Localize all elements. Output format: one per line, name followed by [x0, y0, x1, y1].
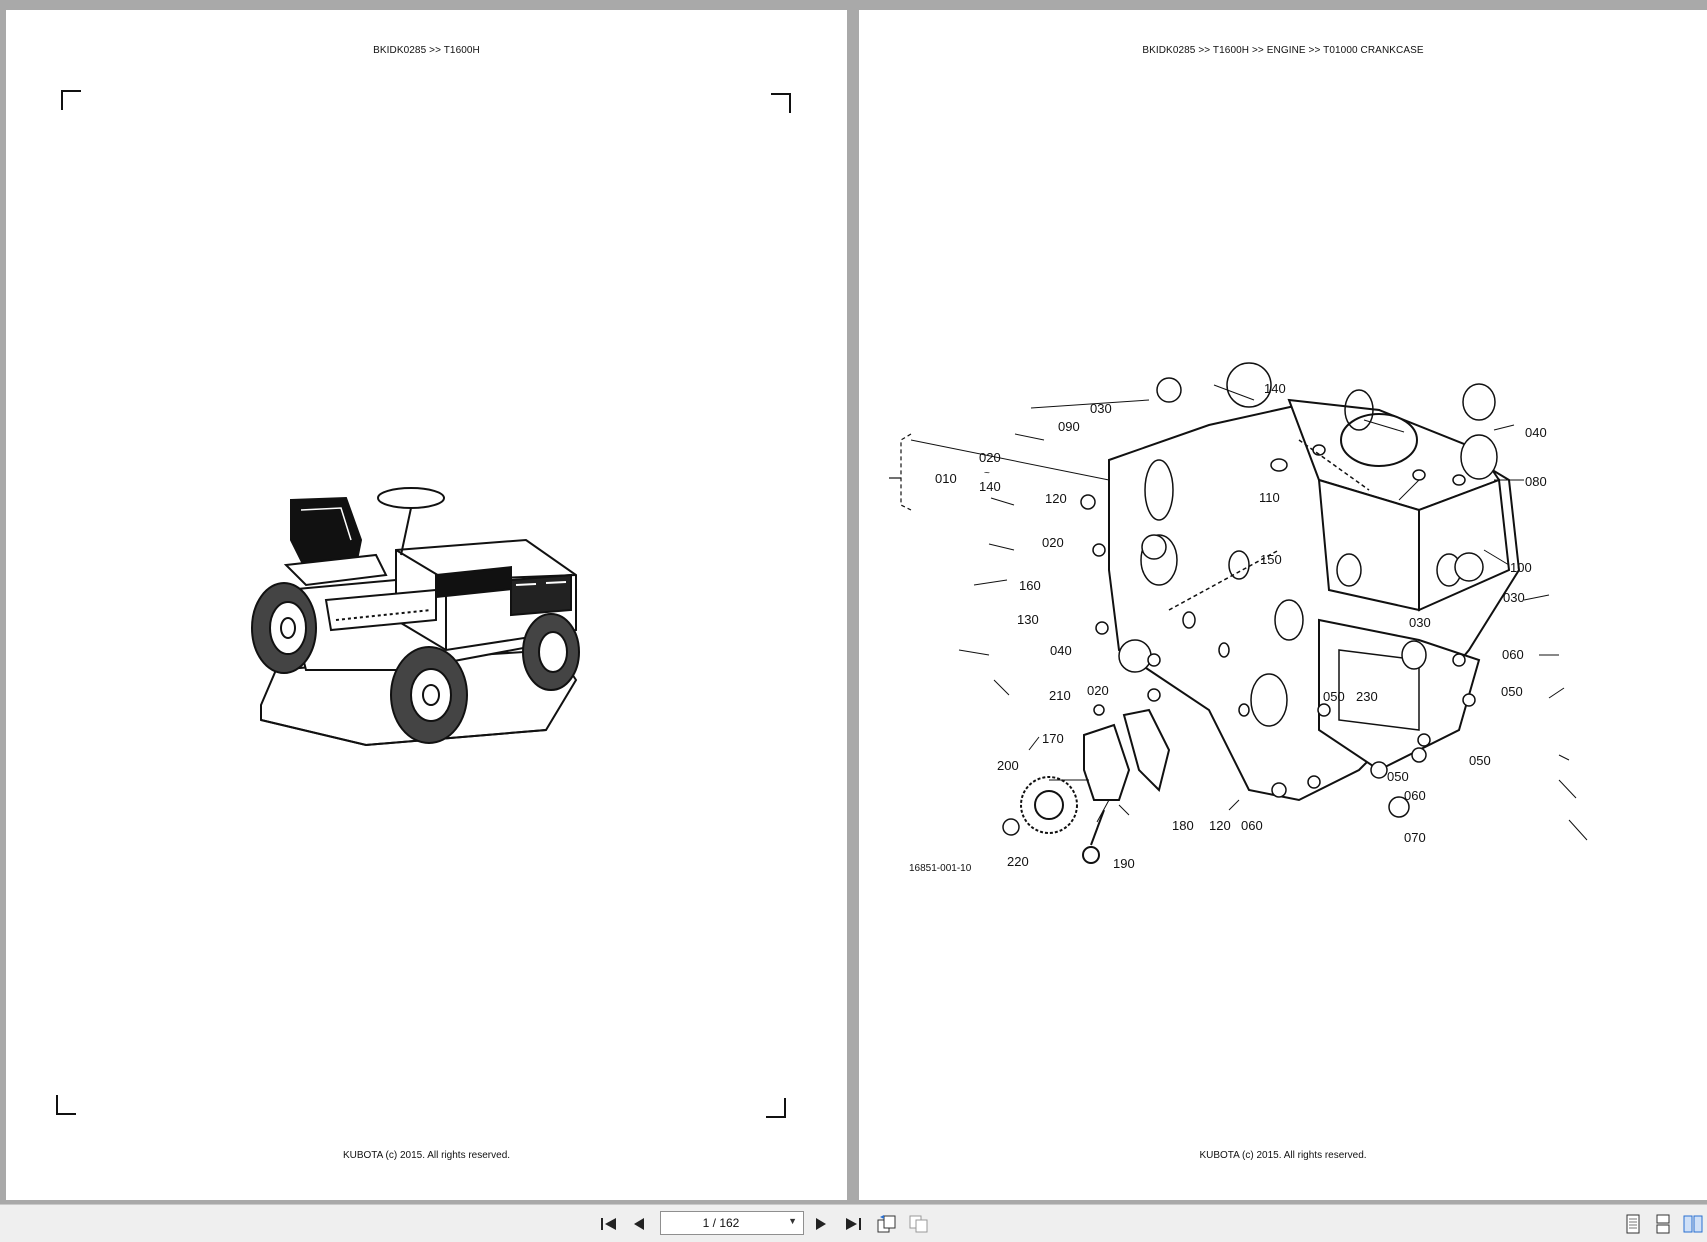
- callout-050-c: 050: [1469, 753, 1491, 768]
- single-page-view-button[interactable]: [1622, 1213, 1644, 1235]
- figure-id: 16851-001-10: [909, 863, 972, 874]
- callout-050-d: 050: [1387, 769, 1409, 784]
- callout-210: 210: [1049, 688, 1071, 703]
- right-page: BKIDK0285 >> T1600H >> ENGINE >> T01000 …: [859, 10, 1707, 1200]
- next-page-button[interactable]: [810, 1213, 832, 1235]
- viewer-toolbar: 1 / 162 ▼: [0, 1204, 1707, 1242]
- callout-160: 160: [1019, 578, 1041, 593]
- two-page-icon: [1683, 1215, 1703, 1233]
- callout-050-a: 050: [1323, 689, 1345, 704]
- callout-010: 010: [935, 471, 957, 486]
- last-page-button[interactable]: [842, 1213, 864, 1235]
- callout-200: 200: [997, 758, 1019, 773]
- page-indicator: 1 / 162: [702, 1216, 740, 1230]
- right-page-footer: KUBOTA (c) 2015. All rights reserved.: [1199, 1150, 1367, 1161]
- callout-190: 190: [1113, 856, 1135, 871]
- callout-030-a: 030: [1090, 401, 1112, 416]
- callout-220: 220: [1007, 854, 1029, 869]
- callout-100: 100: [1510, 560, 1532, 575]
- continuous-icon: [1656, 1214, 1670, 1234]
- crop-mark-bottom-right: [766, 1098, 786, 1118]
- copy-button[interactable]: [908, 1213, 930, 1235]
- previous-page-button[interactable]: [628, 1213, 650, 1235]
- left-page-breadcrumb: BKIDK0285 >> T1600H: [373, 45, 480, 56]
- callout-040-a: 040: [1050, 643, 1072, 658]
- callout-030-c: 030: [1409, 615, 1431, 630]
- copy-icon: [909, 1215, 928, 1233]
- callout-060-b: 060: [1502, 647, 1524, 662]
- callout-090: 090: [1058, 419, 1080, 434]
- continuous-view-button[interactable]: [1652, 1213, 1674, 1235]
- callout-080: 080: [1525, 474, 1547, 489]
- callout-110: 110: [1259, 490, 1280, 505]
- first-page-icon: [601, 1218, 616, 1230]
- callout-020-b: 020: [1042, 535, 1064, 550]
- callout-050-b: 050: [1501, 684, 1523, 699]
- callout-060-a: 060: [1241, 818, 1263, 833]
- chevron-down-icon[interactable]: ▼: [788, 1216, 797, 1226]
- callout-120-b: 120: [1209, 818, 1231, 833]
- callout-140-mid: 140: [979, 479, 1001, 494]
- crankcase-block: [1108, 398, 1521, 802]
- callout-180: 180: [1172, 818, 1194, 833]
- last-page-icon: [846, 1218, 861, 1230]
- rotate-icon: [877, 1215, 896, 1233]
- crop-mark-top-right: [771, 93, 791, 113]
- left-page: BKIDK0285 >> T1600H: [6, 10, 847, 1200]
- first-page-button[interactable]: [598, 1213, 620, 1235]
- callout-070: 070: [1404, 830, 1426, 845]
- callout-230: 230: [1356, 689, 1378, 704]
- crop-mark-top-left: [61, 90, 81, 110]
- previous-page-icon: [634, 1218, 644, 1230]
- callout-120-a: 120: [1045, 491, 1067, 506]
- single-page-icon: [1626, 1214, 1640, 1234]
- callout-170: 170: [1042, 731, 1064, 746]
- callout-130: 130: [1017, 612, 1039, 627]
- callout-range-tilde: ~: [984, 468, 990, 479]
- rotate-button[interactable]: [876, 1213, 898, 1235]
- callout-150: 150: [1260, 552, 1282, 567]
- callout-020-top: 020: [979, 450, 1001, 465]
- crankcase-exploded-diagram: 140 030 090 020 ~ 140 010 120 110 020 15…: [889, 362, 1588, 874]
- left-page-footer: KUBOTA (c) 2015. All rights reserved.: [342, 1150, 511, 1161]
- right-page-breadcrumb: BKIDK0285 >> T1600H >> ENGINE >> T01000 …: [1142, 45, 1424, 56]
- callout-140-top: 140: [1264, 381, 1286, 396]
- callout-020-c: 020: [1087, 683, 1109, 698]
- tractor-mower-illustration: [251, 487, 580, 747]
- callout-030-b: 030: [1503, 590, 1525, 605]
- page-number-field[interactable]: 1 / 162 ▼: [660, 1211, 804, 1235]
- two-page-view-button[interactable]: [1682, 1213, 1704, 1235]
- crop-mark-bottom-left: [56, 1095, 76, 1115]
- next-page-icon: [816, 1218, 826, 1230]
- callout-040-b: 040: [1525, 425, 1547, 440]
- callout-060-c: 060: [1404, 788, 1426, 803]
